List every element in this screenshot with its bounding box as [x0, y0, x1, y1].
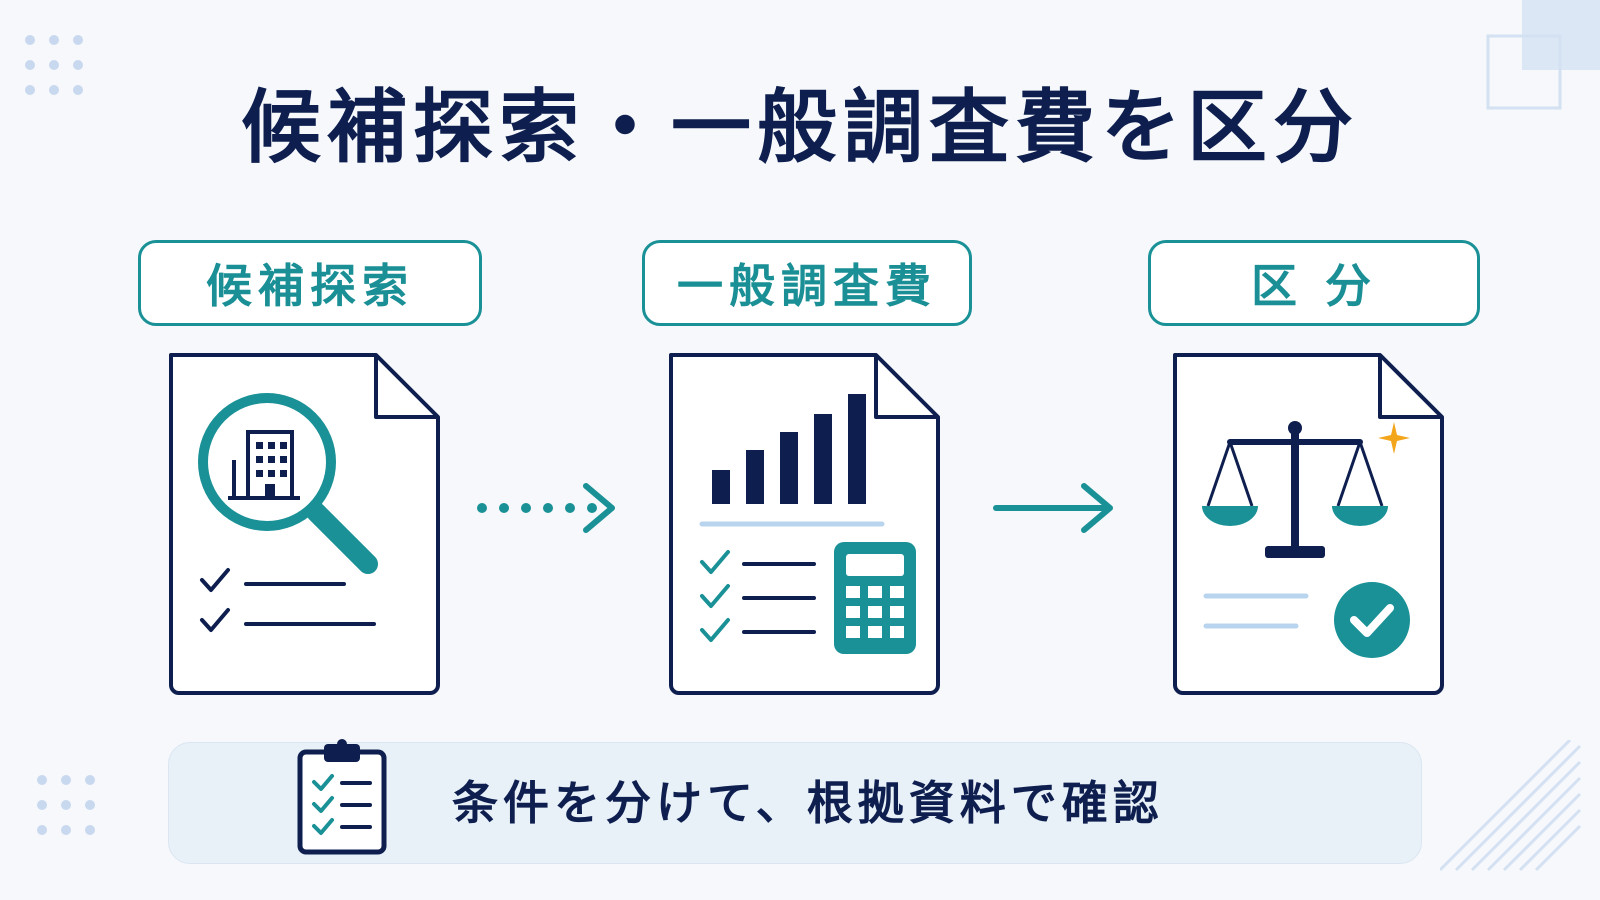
- step-label-candidate-search: 候補探索: [138, 240, 482, 326]
- decorative-dots-top-left: [25, 35, 83, 95]
- magnifier-building-icon: [169, 353, 440, 695]
- page-title: 候補探索・一般調査費を区分: [241, 81, 1359, 174]
- balance-scale-icon: [1173, 353, 1444, 695]
- clipboard-checklist-icon: [297, 739, 387, 855]
- decorative-lines-bottom-right: [1440, 740, 1582, 872]
- step-label-general-survey: 一般調査費: [642, 240, 972, 326]
- solid-arrow-icon: [993, 483, 1113, 533]
- decorative-squares-top-right: [1486, 0, 1600, 110]
- step-label-classification: 区 分: [1148, 240, 1480, 326]
- decorative-dots-bottom-left: [37, 775, 95, 835]
- footer-text: 条件を分けて、根拠資料で確認: [452, 776, 1164, 830]
- dotted-arrow-icon: [477, 483, 615, 533]
- bar-chart-calculator-icon: [669, 353, 940, 695]
